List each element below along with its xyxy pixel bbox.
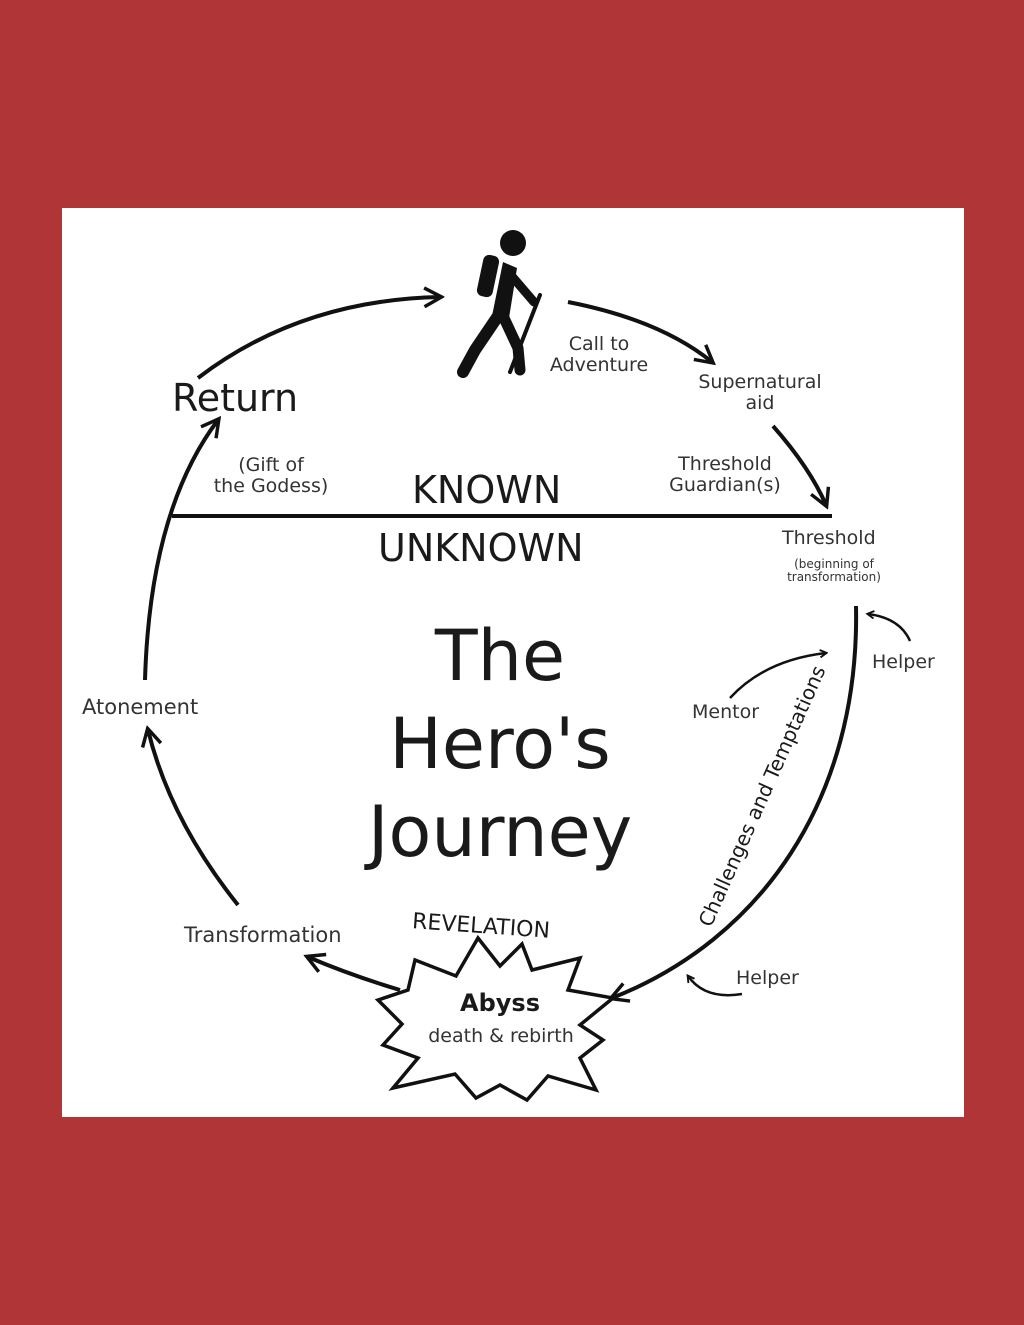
hiker-icon [457,230,542,378]
transformation-label: Transformation [184,923,342,947]
diagram-title: The Hero's Journey [330,612,670,876]
arc-transformation-to-atonement [148,730,240,907]
arc-atonement-to-return [143,420,218,681]
threshold-note: (beginning of transformation) [787,557,881,585]
helper-lower-label: Helper [736,967,799,989]
arc-aid-to-threshold [771,424,826,505]
arc-abyss-to-transformation [308,957,401,992]
threshold-label: Threshold [782,527,876,549]
atonement-label: Atonement [82,695,199,719]
arc-return-to-hero [196,297,440,380]
mentor-arrow [729,653,826,699]
helper-upper-arrow [868,614,912,642]
abyss-label: Abyss [460,989,540,1017]
return-label: Return [172,376,299,420]
abyss-note: death & rebirth [428,1025,574,1047]
title-line-1: The [434,615,566,697]
title-line-2: Hero's [389,703,611,785]
arc-hero-to-aid [567,300,712,362]
gift-label: (Gift of the Godess) [213,454,329,497]
call-to-adventure-label: Call to Adventure [549,333,649,376]
known-label: KNOWN [412,468,562,512]
mentor-label: Mentor [692,701,760,723]
threshold-guardians-label: Threshold Guardian(s) [669,453,781,496]
supernatural-aid-label: Supernatural aid [698,371,822,414]
arc-challenges [612,605,859,998]
helper-lower-arrow [688,976,743,997]
helper-upper-label: Helper [872,651,935,673]
title-line-3: Journey [367,791,633,873]
unknown-label: UNKNOWN [378,526,584,570]
starburst-icon [374,934,618,1103]
